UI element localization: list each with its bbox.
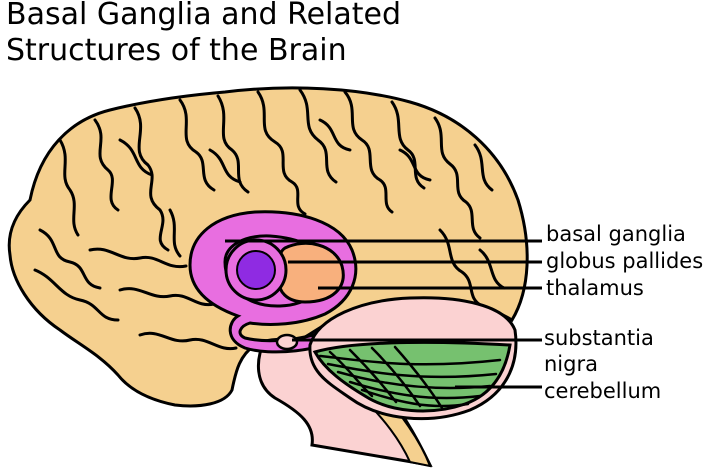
cerebellum-folia-lines [318,345,502,410]
leader-lines [225,239,542,389]
label-nigra: nigra [544,352,598,376]
thalamus [277,241,345,304]
label-globus-pallides: globus pallides [546,249,703,273]
cortex-sulci [33,88,506,351]
diagram-title-line-2: Structures of the Brain [6,33,347,68]
label-substantia: substantia [544,326,654,350]
label-basal-ganglia: basal ganglia [546,222,686,246]
label-cerebellum: cerebellum [544,379,661,403]
substantia-nigra [275,333,299,351]
globus-pallides [236,250,276,290]
diagram-title-line-1: Basal Ganglia and Related [6,0,402,32]
label-thalamus: thalamus [546,276,644,300]
